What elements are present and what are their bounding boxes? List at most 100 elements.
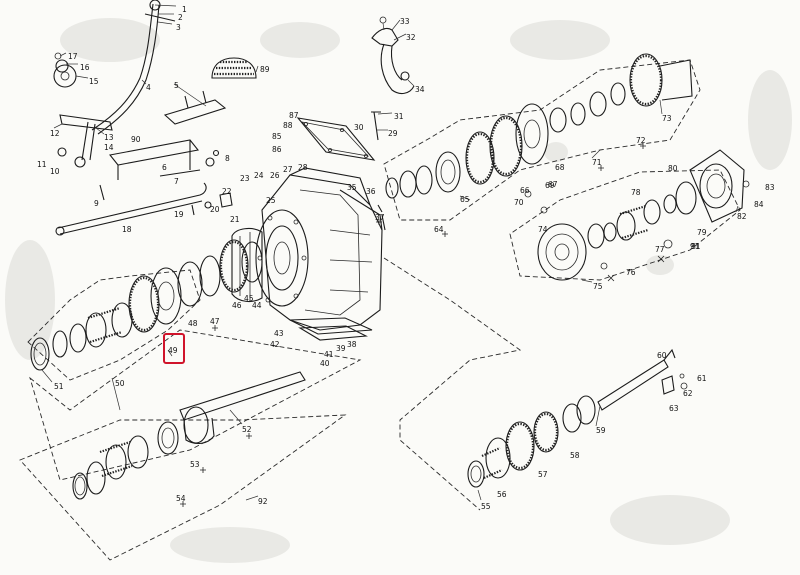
right-gear-cluster — [509, 149, 750, 281]
leader-lines — [41, 4, 739, 501]
part-label-57: 57 — [538, 470, 548, 479]
part-label-13: 13 — [104, 133, 114, 142]
part-label-61: 61 — [697, 374, 707, 383]
cross-marks — [180, 143, 665, 507]
part-label-81: 81 — [691, 242, 701, 251]
part-label-37: 37 — [375, 213, 385, 222]
part-label-30: 30 — [354, 123, 364, 132]
part-label-18: 18 — [122, 225, 132, 234]
part-label-90: 90 — [131, 135, 141, 144]
part-label-10: 10 — [50, 167, 60, 176]
part-label-47: 47 — [210, 317, 220, 326]
part-label-71: 71 — [592, 158, 602, 167]
highlighted-part-box[interactable] — [163, 333, 185, 364]
part-label-38: 38 — [347, 340, 357, 349]
part-label-59: 59 — [596, 426, 606, 435]
part-label-28: 28 — [298, 163, 308, 172]
part-label-50: 50 — [115, 379, 125, 388]
part-label-66: 66 — [520, 186, 530, 195]
upper-right-gear-cluster — [383, 53, 701, 221]
part-label-41: 41 — [324, 350, 334, 359]
part-label-73: 73 — [662, 114, 672, 123]
part-label-21: 21 — [230, 215, 240, 224]
part-label-92: 92 — [258, 497, 268, 506]
scan-smudges — [5, 18, 792, 563]
part-label-85: 85 — [272, 132, 282, 141]
part-label-34: 34 — [415, 85, 425, 94]
part-label-82: 82 — [737, 212, 747, 221]
part-label-19: 19 — [174, 210, 184, 219]
part-label-20: 20 — [210, 205, 220, 214]
part-label-60: 60 — [657, 351, 667, 360]
part-label-52: 52 — [242, 425, 252, 434]
part-label-32: 32 — [406, 33, 416, 42]
part-label-56: 56 — [497, 490, 507, 499]
shift-fork — [371, 16, 415, 95]
part-label-70: 70 — [514, 198, 524, 207]
part-label-74: 74 — [538, 225, 548, 234]
part-label-78: 78 — [631, 188, 641, 197]
part-label-80: 80 — [668, 164, 678, 173]
part-label-35: 35 — [347, 183, 357, 192]
part-label-36: 36 — [366, 187, 376, 196]
part-label-31: 31 — [394, 112, 404, 121]
part-label-65: 65 — [460, 195, 470, 204]
part-label-39: 39 — [336, 344, 346, 353]
part-label-62: 62 — [683, 389, 693, 398]
part-label-51: 51 — [54, 382, 64, 391]
part-label-16: 16 — [80, 63, 90, 72]
part-label-91: 91 — [690, 242, 700, 251]
part-label-9: 9 — [94, 199, 99, 208]
part-label-26: 26 — [270, 171, 280, 180]
part-label-87: 87 — [289, 111, 299, 120]
gear-lever-assembly — [53, 0, 233, 236]
part-label-23: 23 — [240, 174, 250, 183]
part-label-45: 45 — [244, 294, 254, 303]
part-label-5: 5 — [174, 81, 179, 90]
part-label-55: 55 — [481, 502, 491, 511]
part-label-7: 7 — [174, 177, 179, 186]
input-shaft-group — [27, 239, 263, 381]
part-label-46: 46 — [232, 301, 242, 310]
part-label-44: 44 — [252, 301, 262, 310]
part-label-43: 43 — [274, 329, 284, 338]
main-shaft-group — [19, 329, 362, 561]
rubber-boot — [211, 57, 257, 79]
part-label-86: 86 — [272, 145, 282, 154]
part-label-2: 2 — [178, 13, 183, 22]
part-label-89: 89 — [260, 65, 270, 74]
part-label-67: 67 — [548, 180, 558, 189]
part-label-15: 15 — [89, 77, 99, 86]
part-label-14: 14 — [104, 143, 114, 152]
part-label-33: 33 — [400, 17, 410, 26]
part-label-3: 3 — [176, 23, 181, 32]
part-label-75: 75 — [593, 282, 603, 291]
part-label-72: 72 — [636, 136, 646, 145]
part-label-1: 1 — [182, 5, 187, 14]
part-label-22: 22 — [222, 187, 232, 196]
part-label-88: 88 — [283, 121, 293, 130]
part-label-48: 48 — [188, 319, 198, 328]
part-label-49: 49 — [168, 346, 178, 355]
top-cover-plate — [296, 111, 381, 161]
part-label-6: 6 — [162, 163, 167, 172]
part-label-64: 64 — [434, 225, 444, 234]
part-label-83: 83 — [765, 183, 775, 192]
part-label-84: 84 — [754, 200, 764, 209]
part-label-27: 27 — [283, 165, 293, 174]
part-label-25: 25 — [266, 196, 276, 205]
part-label-76: 76 — [626, 268, 636, 277]
part-label-69: 69 — [545, 181, 555, 190]
part-label-68: 68 — [555, 163, 565, 172]
part-label-40: 40 — [320, 359, 330, 368]
part-label-63: 63 — [669, 404, 679, 413]
part-label-8: 8 — [225, 154, 230, 163]
transmission-housing — [231, 167, 386, 341]
part-label-42: 42 — [270, 340, 280, 349]
part-label-58: 58 — [570, 451, 580, 460]
part-label-11: 11 — [37, 160, 47, 169]
part-label-24: 24 — [254, 171, 264, 180]
part-label-17: 17 — [68, 52, 78, 61]
